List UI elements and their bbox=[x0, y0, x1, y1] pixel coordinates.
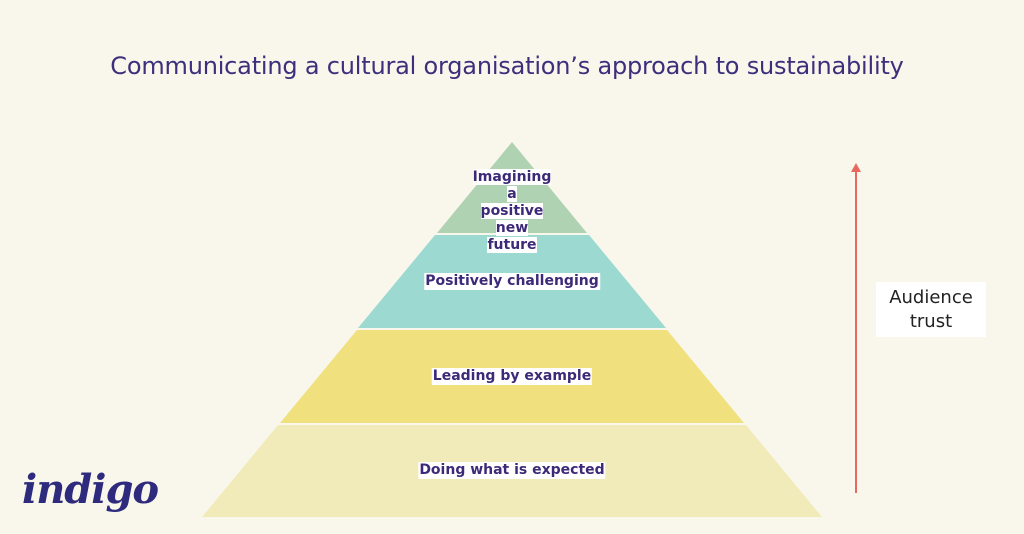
audience-trust-arrow bbox=[855, 170, 857, 493]
level-label-line: positive new bbox=[480, 203, 544, 236]
level-label-challenging: Positively challenging bbox=[424, 273, 600, 290]
level-label-line: Imagining a bbox=[472, 169, 552, 202]
level-label-leading: Leading by example bbox=[431, 368, 593, 385]
level-label-imagining: Imagining a positive new future bbox=[467, 169, 557, 254]
level-label-expected: Doing what is expected bbox=[418, 462, 606, 479]
level-label-line: future bbox=[487, 237, 537, 253]
trust-label-line: Audience bbox=[889, 287, 973, 308]
diagram-title: Communicating a cultural organisation’s … bbox=[110, 52, 904, 80]
trust-label-line: trust bbox=[909, 311, 953, 332]
indigo-logo: indigo bbox=[22, 466, 159, 513]
arrow-up-icon bbox=[851, 163, 861, 172]
audience-trust-label: Audience trust bbox=[876, 282, 986, 337]
